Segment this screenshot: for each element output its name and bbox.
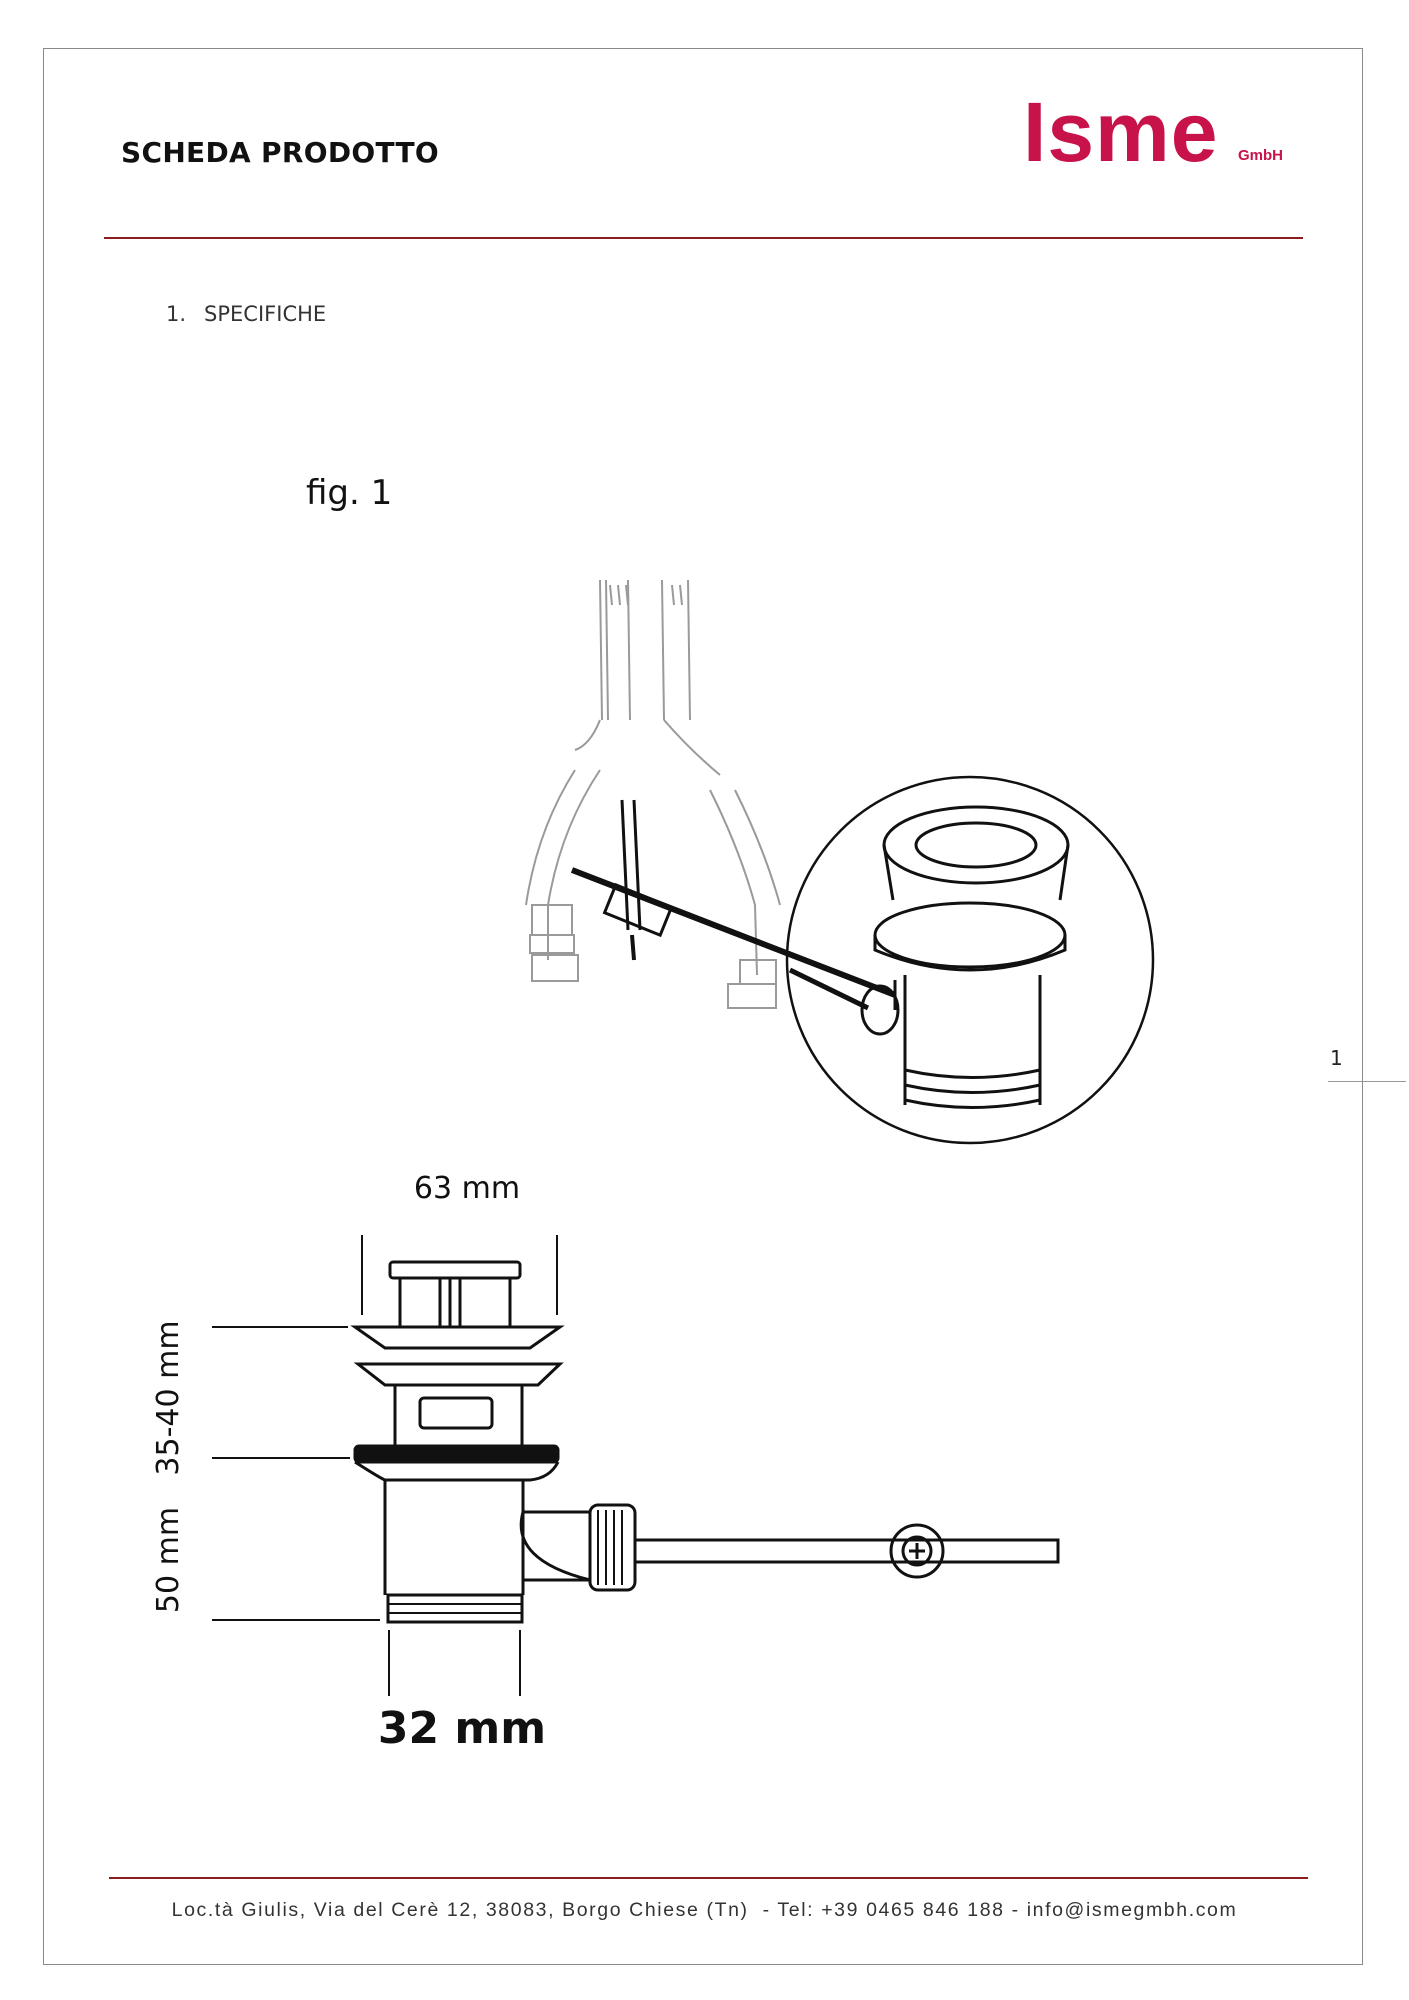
footer-contacts: - Tel: +39 0465 846 188 - info@ismegmbh.… xyxy=(748,1899,1238,1921)
dim-label-height-upper: 35-40 mm xyxy=(151,1320,186,1475)
page-frame xyxy=(43,48,1363,1965)
header-divider xyxy=(104,237,1303,239)
section-title: SPECIFICHE xyxy=(204,302,327,326)
figure-label: fig. 1 xyxy=(306,473,393,513)
logo-wordmark: Isme xyxy=(1023,85,1219,179)
document-title: SCHEDA PRODOTTO xyxy=(121,136,440,169)
section-heading: 1. SPECIFICHE xyxy=(166,302,326,326)
dim-label-bottom-width: 32 mm xyxy=(378,1703,546,1754)
footer-divider xyxy=(109,1877,1308,1879)
page-number-marker xyxy=(1328,1081,1406,1082)
installation-sketch xyxy=(525,579,781,1009)
footer: Loc.tà Giulis, Via del Cerè 12, 38083, B… xyxy=(0,1899,1409,1922)
logo-suffix: GmbH xyxy=(1238,147,1283,164)
footer-address: Loc.tà Giulis, Via del Cerè 12, 38083, B… xyxy=(171,1899,749,1921)
company-logo: Isme GmbH xyxy=(1023,90,1283,174)
page-number: 1 xyxy=(1330,1046,1343,1070)
section-number: 1. xyxy=(166,302,187,326)
drain-dimension-drawing xyxy=(212,1235,1060,1696)
dim-label-height-lower: 50 mm xyxy=(151,1507,186,1613)
dim-label-top-width: 63 mm xyxy=(414,1171,520,1206)
drain-detail-circle xyxy=(785,775,1155,1145)
pull-rod-sketch xyxy=(570,799,897,998)
